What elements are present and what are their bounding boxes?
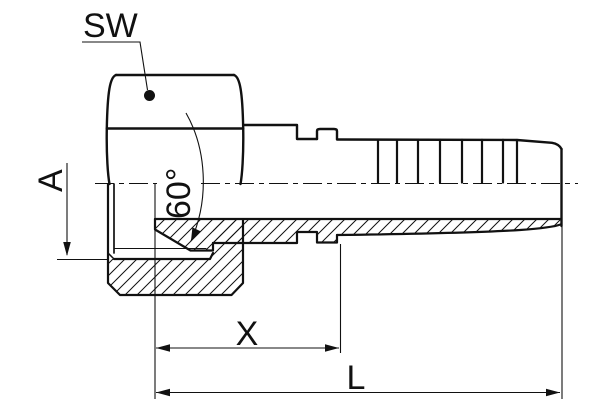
fitting-outline [105,73,563,297]
label-overall-length: L [347,359,366,397]
label-thread-size: A [32,169,70,192]
x-arrow-right [325,344,339,352]
dimension-labels: SW A 60° X L [32,7,365,397]
arrowheads [63,90,560,397]
cone-angle-arrow [191,227,201,241]
label-cone-angle: 60° [160,168,198,219]
l-arrow-left [156,388,170,397]
sw-leader-line [82,41,149,91]
sw-leader-dot [144,90,155,101]
nut-section [108,219,243,295]
cone-angle-leader-arc [185,112,204,242]
dimension-lines [57,41,563,399]
x-arrow-left [156,344,170,352]
a-arrow-down [63,242,71,256]
label-insertion-length: X [236,315,259,353]
label-wrench-size: SW [83,7,138,45]
l-arrow-right [546,388,560,397]
